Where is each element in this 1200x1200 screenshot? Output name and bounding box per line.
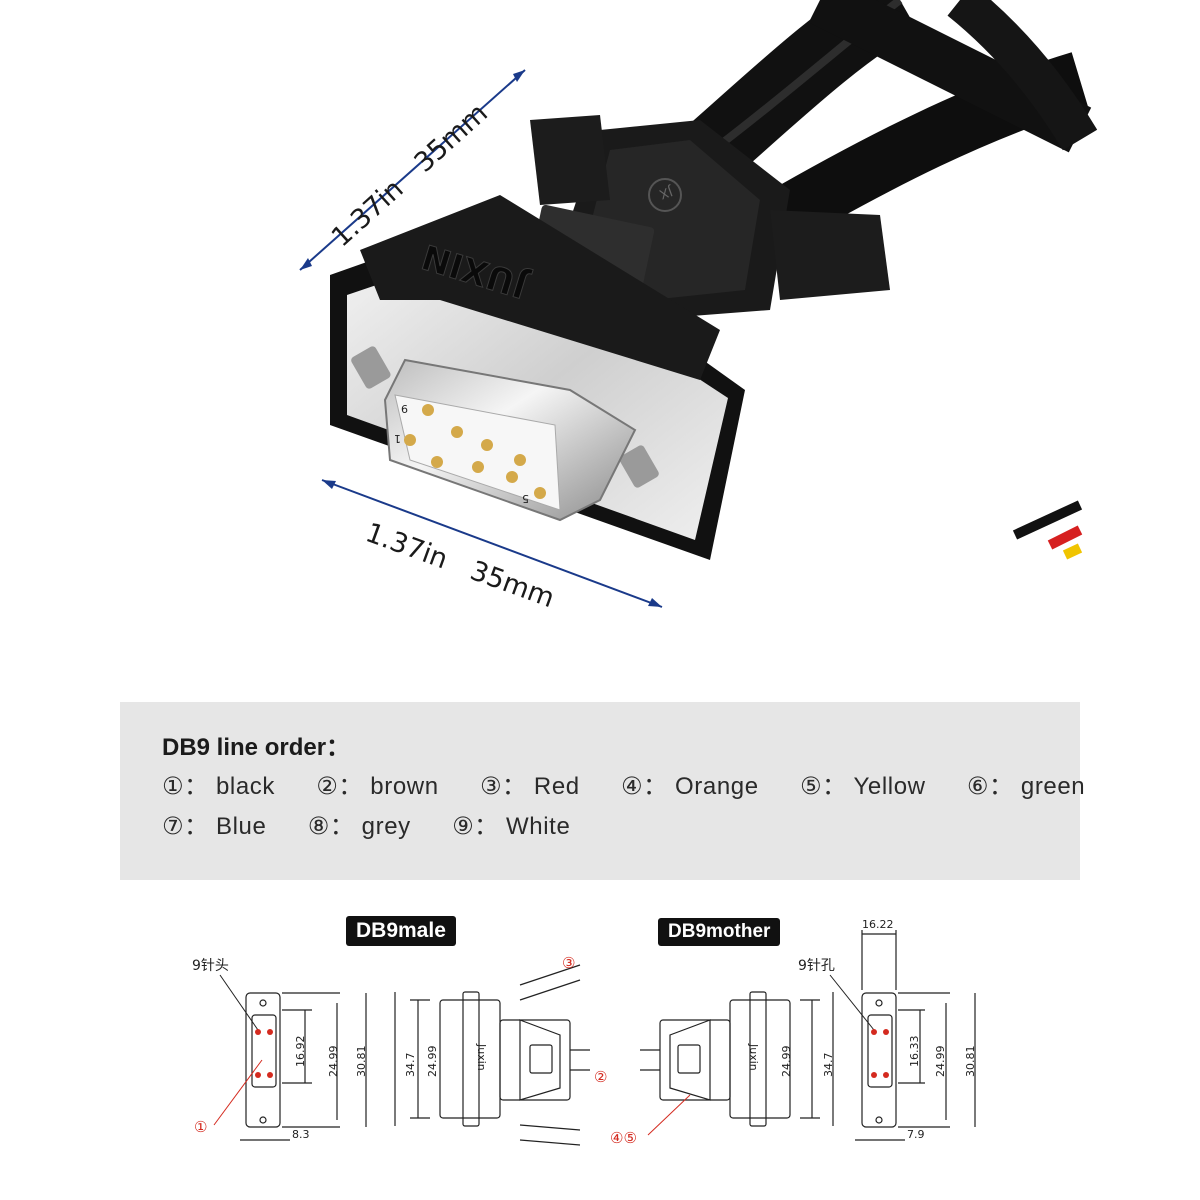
wire-entry: ⑦： Blue xyxy=(162,813,267,840)
pin-holes: 1 9 5 xyxy=(394,402,546,505)
male-dim-base: 8.3 xyxy=(292,1128,310,1141)
wire-entry: ③： Red xyxy=(479,773,580,800)
male-dim-outer: 30.81 xyxy=(355,1046,368,1078)
pin-number: 5 xyxy=(522,492,529,505)
male-body-inner: 24.99 xyxy=(426,1046,439,1078)
mother-body-inner: 24.99 xyxy=(780,1046,793,1078)
side-latches xyxy=(530,115,890,300)
male-front-outline xyxy=(245,992,281,1128)
wire-entry: ⑨： White xyxy=(452,813,571,840)
wire-entry: ④： Orange xyxy=(621,773,759,800)
male-body-outline xyxy=(439,999,501,1119)
mother-dim-mid: 24.99 xyxy=(934,1046,947,1078)
line-order-title: DB9 line order： xyxy=(162,734,351,761)
mother-body-height: 34.7 xyxy=(822,1053,835,1078)
mother-dim-base: 7.9 xyxy=(907,1128,925,1141)
callout-4-5: ④⑤ xyxy=(610,1129,637,1147)
male-body-height: 34.7 xyxy=(404,1053,417,1078)
callout-1: ① xyxy=(194,1118,207,1136)
mother-brand-small: Juxin xyxy=(747,1043,760,1071)
mother-dim-top: 16.22 xyxy=(862,918,894,931)
pin-number: 1 xyxy=(394,432,401,445)
male-dim-mid: 24.99 xyxy=(327,1046,340,1078)
logo-label: JX xyxy=(657,183,675,202)
product-photo: JX JUXIN 1 9 5 xyxy=(299,0,1098,614)
line-order-row-2: ⑦： Blue ⑧： grey ⑨： White xyxy=(162,806,604,841)
mother-pin-label: 9针孔 xyxy=(798,958,835,974)
line-order-panel xyxy=(120,702,1080,880)
callout-2: ② xyxy=(594,1068,607,1086)
db9-male-tag: DB9male xyxy=(346,916,456,946)
wire-entry: ②： brown xyxy=(316,773,439,800)
wire-entry: ①： black xyxy=(162,773,276,800)
male-dim-inner: 16.92 xyxy=(294,1036,307,1068)
mother-front-outline xyxy=(861,992,897,1128)
line-order-row-1: ①： black ②： brown ③： Red ④： Orange ⑤： Ye… xyxy=(162,766,1119,801)
wire-entry: ⑤： Yellow xyxy=(799,773,926,800)
d-sub-shell xyxy=(383,358,637,522)
mother-dim-inner: 16.33 xyxy=(908,1036,921,1068)
pin-number: 9 xyxy=(401,402,408,415)
wire-entry: ⑥： green xyxy=(966,773,1086,800)
dim-bottom-in: 1.37in xyxy=(361,517,451,575)
dim-top-mm: 35mm xyxy=(409,98,494,179)
stripped-wires xyxy=(1012,500,1083,560)
male-pin-label: 9针头 xyxy=(192,958,229,974)
mother-dim-outer: 30.81 xyxy=(964,1046,977,1078)
wire-entry: ⑧： grey xyxy=(307,813,411,840)
male-brand-small: Juxin xyxy=(475,1043,488,1071)
db9-mother-tag: DB9mother xyxy=(658,918,781,946)
technical-drawing: 9针头 16.92 24.99 30.81 8.3 ① 34.7 24.99 J… xyxy=(192,918,977,1147)
callout-3: ③ xyxy=(562,954,575,972)
